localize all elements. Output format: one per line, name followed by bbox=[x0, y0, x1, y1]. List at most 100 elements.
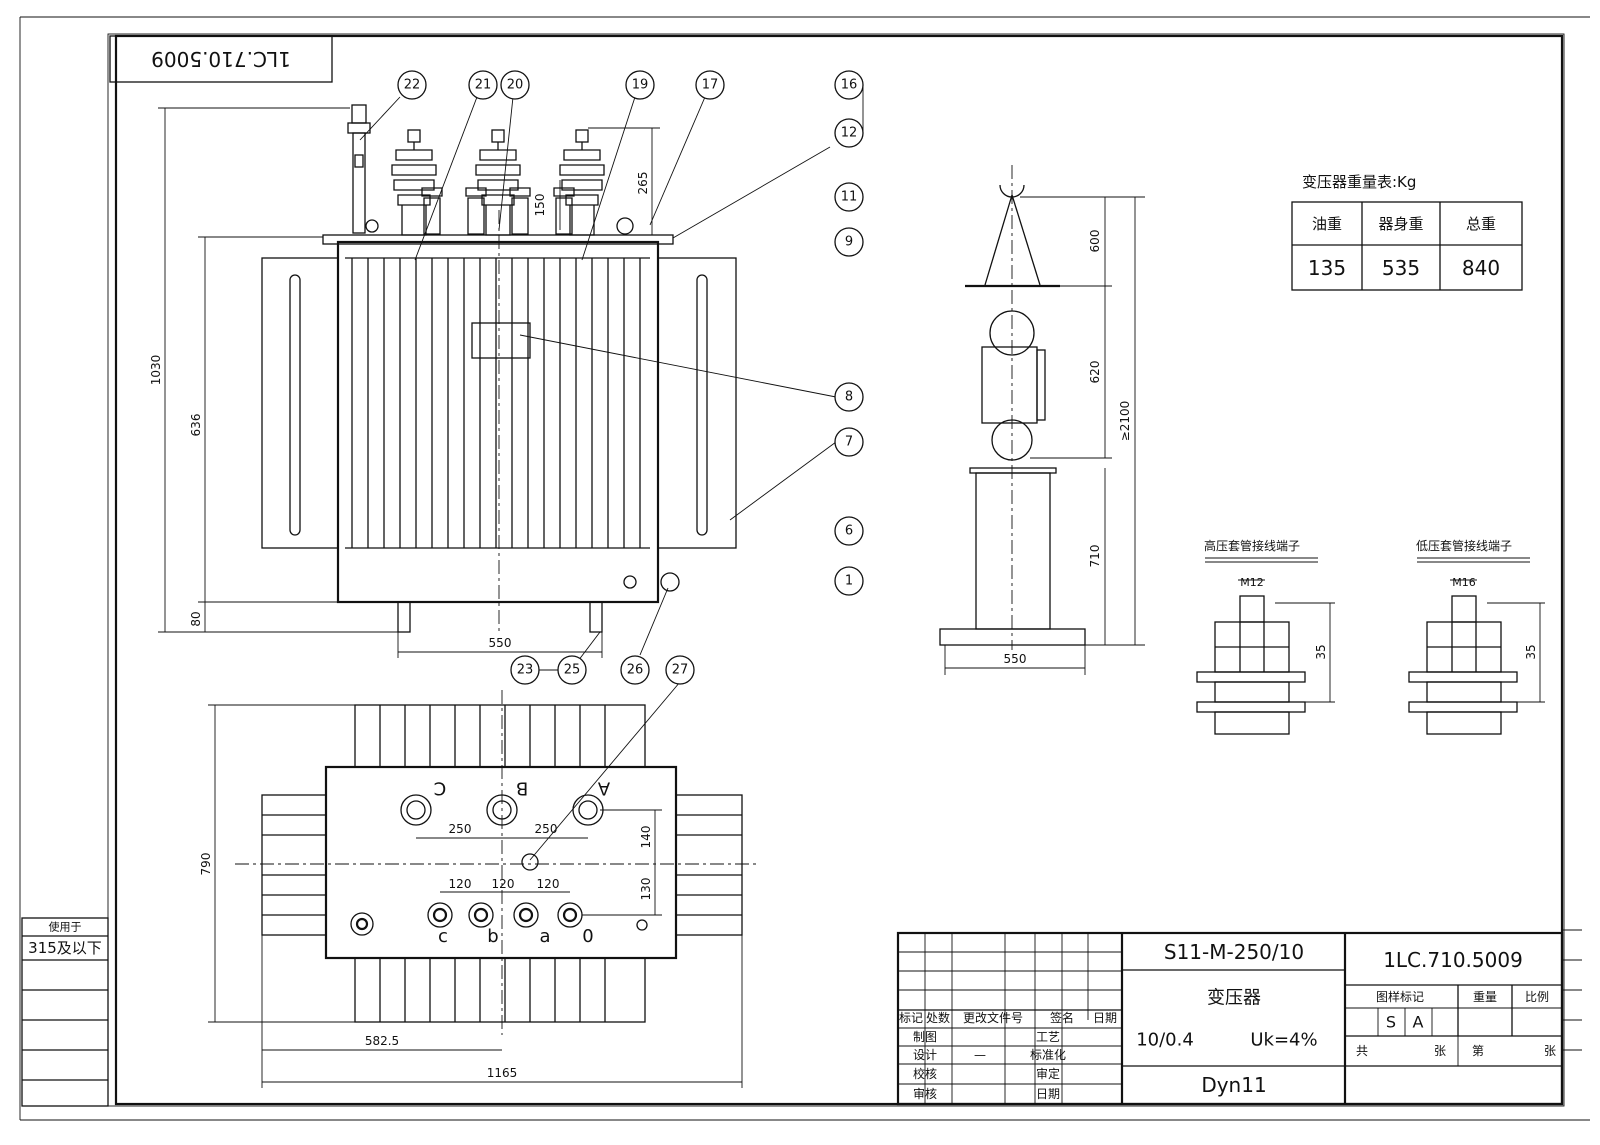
svg-text:27: 27 bbox=[672, 663, 689, 678]
hv-bushing-c-plan bbox=[400, 794, 432, 826]
outer-frame bbox=[107, 33, 1565, 1107]
designer-dash: — bbox=[974, 1048, 986, 1062]
role-date: 日期 bbox=[1036, 1087, 1060, 1101]
hv-bushing-3 bbox=[559, 129, 605, 236]
svg-text:26: 26 bbox=[627, 663, 644, 678]
role-designer: 设计 bbox=[913, 1048, 937, 1062]
breather-pipe bbox=[347, 104, 371, 234]
core-coil-bottom bbox=[991, 419, 1033, 461]
voltage-ratio: 10/0.4 bbox=[1136, 1030, 1194, 1051]
balloon-22: 22 bbox=[397, 70, 427, 100]
hv-label-a: A bbox=[597, 778, 610, 799]
hv-bushing-2 bbox=[475, 129, 521, 236]
lv-terminal-title: 低压套管接线端子 bbox=[1416, 538, 1512, 553]
stage-header: 图样标记 bbox=[1376, 989, 1424, 1004]
weight-value-body: 535 bbox=[1382, 256, 1420, 280]
dim-side-total: ≥2100 bbox=[1118, 401, 1132, 442]
role-standard: 标准化 bbox=[1030, 1048, 1066, 1062]
pressure-relief-plan-core bbox=[355, 917, 369, 931]
svg-text:12: 12 bbox=[841, 126, 858, 141]
thermometer-plan bbox=[636, 919, 648, 931]
balloon-23: 23 bbox=[510, 655, 540, 685]
svg-text:19: 19 bbox=[632, 78, 649, 93]
drawing-number: 1LC.710.5009 bbox=[1383, 948, 1523, 972]
radiator-fins-front bbox=[345, 257, 650, 549]
hv-label-c: C bbox=[434, 778, 447, 799]
thermometer-seat bbox=[616, 217, 634, 235]
side-radiator-right bbox=[657, 257, 737, 549]
svg-text:6: 6 bbox=[845, 524, 853, 539]
dim-side-base: 550 bbox=[1004, 652, 1027, 666]
dim-tank-height: 636 bbox=[189, 414, 203, 437]
vector-group: Dyn11 bbox=[1201, 1073, 1266, 1097]
svg-text:21: 21 bbox=[475, 78, 492, 93]
dim-side-620: 620 bbox=[1088, 361, 1102, 384]
rev-header-count: 处数 bbox=[926, 1010, 950, 1025]
balloon-1: 1 bbox=[834, 566, 864, 596]
dim-bushing-spacing: 150 bbox=[533, 194, 547, 217]
role-process: 工艺 bbox=[1036, 1030, 1060, 1044]
sling-right bbox=[1011, 194, 1041, 286]
nameplate bbox=[471, 322, 531, 359]
dim-130: 130 bbox=[639, 878, 653, 901]
usage-label: 使用于 bbox=[49, 921, 82, 934]
tank-side bbox=[975, 472, 1051, 630]
leader-lines-front bbox=[359, 96, 837, 861]
hv-terminal-title: 高压套管接线端子 bbox=[1204, 538, 1300, 553]
top-view: C B A c b a 0 250 250 120 120 120 140 13… bbox=[199, 690, 760, 1088]
page-unit: 张 bbox=[1544, 1044, 1556, 1058]
dim-140: 140 bbox=[639, 826, 653, 849]
balloon-16: 16 bbox=[834, 70, 864, 100]
total-label: 共 bbox=[1356, 1044, 1368, 1058]
title-block: 标记 处数 更改文件号 签名 日期 制图 设计 校核 审核 — 工艺 标准化 审… bbox=[896, 931, 1564, 1106]
weight-header-oil: 油重 bbox=[1312, 215, 1342, 233]
product-name: 变压器 bbox=[1207, 988, 1261, 1009]
core-yoke bbox=[981, 346, 1038, 424]
svg-text:1: 1 bbox=[845, 574, 853, 589]
weight-header: 重量 bbox=[1473, 990, 1497, 1004]
impedance: Uk=4% bbox=[1250, 1030, 1317, 1051]
hv-terminal-detail: 高压套管接线端子 M12 35 bbox=[1196, 538, 1335, 735]
top-dimensions: 250 250 120 120 120 140 130 790 582.5 11… bbox=[199, 704, 743, 1088]
svg-text:11: 11 bbox=[841, 190, 858, 205]
weight-table-title: 变压器重量表:Kg bbox=[1302, 173, 1416, 191]
rotated-drawing-number: 1LC.710.5009 bbox=[151, 47, 291, 71]
dim-lv-2: 120 bbox=[492, 877, 515, 891]
role-approver: 审定 bbox=[1036, 1066, 1060, 1081]
lv-label-b: b bbox=[487, 926, 498, 947]
lv-terminal-detail: 低压套管接线端子 M16 35 bbox=[1408, 538, 1545, 735]
tank-top-rim bbox=[969, 467, 1057, 474]
lv-bushing-0-plan bbox=[557, 902, 583, 928]
right-radiator-slot bbox=[696, 274, 708, 536]
svg-text:7: 7 bbox=[845, 435, 853, 450]
weight-value-total: 840 bbox=[1462, 256, 1500, 280]
balloon-19: 19 bbox=[625, 70, 655, 100]
svg-text:17: 17 bbox=[702, 78, 719, 93]
balloon-7: 7 bbox=[834, 427, 864, 457]
front-dimensions: 1030 636 80 550 265 150 bbox=[149, 107, 660, 658]
dim-half-width: 582.5 bbox=[365, 1034, 399, 1048]
svg-text:22: 22 bbox=[404, 78, 421, 93]
dim-bushing-height: 265 bbox=[636, 172, 650, 195]
rev-header-sign: 签名 bbox=[1050, 1010, 1074, 1025]
edge-ticks bbox=[1562, 929, 1582, 1051]
balloon-17: 17 bbox=[695, 70, 725, 100]
hv-bushing-b-plan bbox=[486, 794, 518, 826]
sheet-label: 张 bbox=[1434, 1044, 1446, 1058]
lv-bushings bbox=[421, 187, 575, 235]
dim-width: 1165 bbox=[487, 1066, 518, 1080]
rev-header-mark: 标记 bbox=[899, 1011, 923, 1025]
dim-lv-1: 120 bbox=[449, 877, 472, 891]
lv-label-c: c bbox=[438, 926, 448, 947]
model-number: S11-M-250/10 bbox=[1164, 940, 1304, 964]
core-coil-top bbox=[989, 310, 1035, 356]
pressure-relief-plan bbox=[350, 912, 374, 936]
grounding-bolt bbox=[623, 575, 637, 589]
balloon-20: 20 bbox=[500, 70, 530, 100]
rotated-drawing-number-box: 1LC.710.5009 bbox=[109, 35, 333, 83]
tank-base bbox=[939, 628, 1086, 646]
svg-text:25: 25 bbox=[564, 663, 581, 678]
role-reviewer: 审核 bbox=[913, 1086, 937, 1101]
tank-cover-plan bbox=[324, 765, 678, 960]
